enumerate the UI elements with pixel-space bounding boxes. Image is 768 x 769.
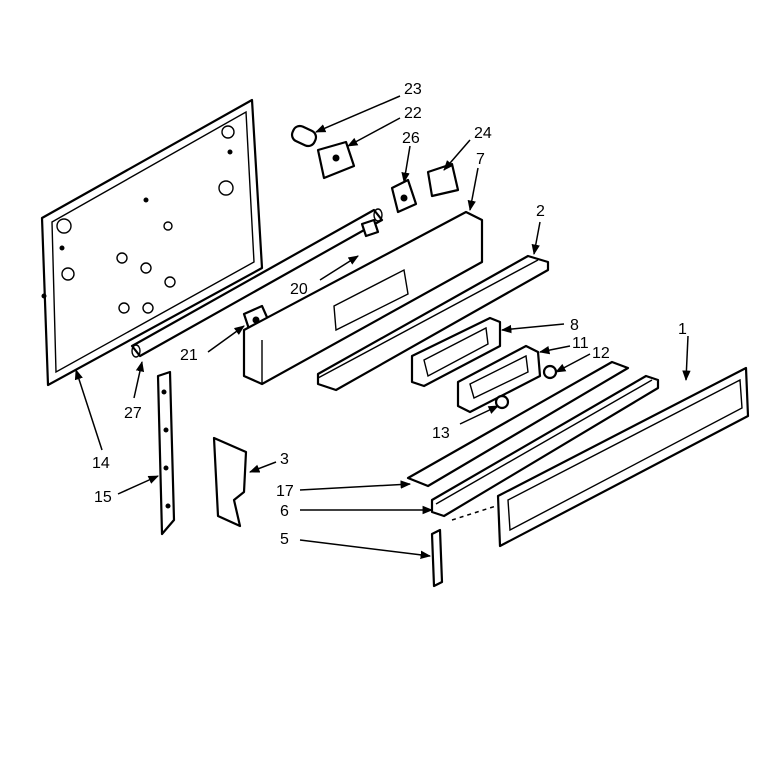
callout-1: 1 (678, 321, 687, 338)
callout-7: 7 (476, 151, 485, 168)
part-27-tube (130, 208, 384, 358)
part-24-bracket (426, 162, 460, 198)
callout-13: 13 (432, 425, 450, 442)
part-23-plug (290, 124, 318, 148)
part-17-strip (406, 360, 630, 488)
part-5-post (430, 528, 444, 588)
part-2-channel (316, 254, 550, 392)
callout-12: 12 (592, 345, 610, 362)
callout-27: 27 (124, 405, 142, 422)
callout-23: 23 (404, 81, 422, 98)
callout-17: 17 (276, 483, 294, 500)
part-20-screw (360, 218, 380, 238)
part-12-knob (542, 364, 558, 380)
leader-lines (74, 95, 691, 560)
part-11-frame (456, 344, 542, 414)
callout-14: 14 (92, 455, 110, 472)
callout-21: 21 (180, 347, 198, 364)
part-1-trim (496, 366, 750, 548)
part-22-bracket (316, 140, 356, 180)
part-13-knob (494, 394, 510, 410)
callout-24: 24 (474, 125, 492, 142)
callout-5: 5 (280, 531, 289, 548)
callout-15: 15 (94, 489, 112, 506)
part-15-bracket (156, 370, 176, 536)
part-26-clip (390, 178, 418, 214)
part-7-panel (242, 210, 484, 386)
part-14-rear-panel (40, 98, 264, 387)
part-8-frame (410, 316, 502, 388)
callout-22: 22 (404, 105, 422, 122)
callout-20: 20 (290, 281, 308, 298)
callout-11: 11 (572, 335, 589, 352)
callout-8: 8 (570, 317, 579, 334)
callout-2: 2 (536, 203, 545, 220)
callout-6: 6 (280, 503, 289, 520)
part-3-bracket (212, 436, 248, 528)
callout-3: 3 (280, 451, 289, 468)
callout-26: 26 (402, 130, 420, 147)
